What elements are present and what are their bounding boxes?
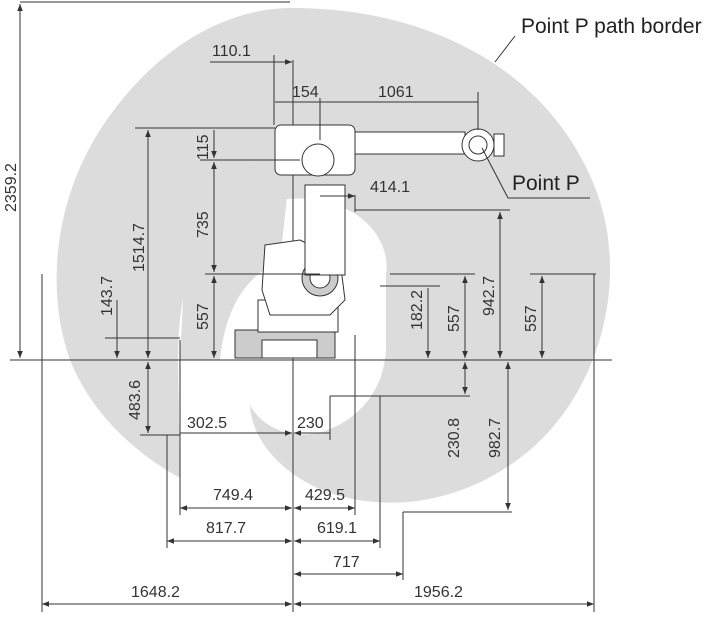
right-dimensions: 414.1 942.7 557 182.2 557 230.8 982.7 <box>320 179 596 513</box>
robot-forearm <box>354 131 466 155</box>
dim-1061: 1061 <box>378 84 414 101</box>
point-p-label: Point P <box>512 172 580 195</box>
dim-143-7: 143.7 <box>99 276 116 316</box>
dim-414-1: 414.1 <box>370 179 410 196</box>
dim-557-inner: 557 <box>446 305 463 332</box>
dim-942-7: 942.7 <box>481 276 498 316</box>
top-dimensions: 110.1 154 1061 <box>20 1 479 140</box>
bottom-dimensions: 302.5 230 749.4 429.5 817.7 619.1 717 16… <box>41 274 595 612</box>
envelope-inner-hole <box>180 150 292 360</box>
robot-figure <box>234 124 505 359</box>
dim-557-right: 557 <box>523 305 540 332</box>
dim-619-1: 619.1 <box>317 520 357 537</box>
dim-154: 154 <box>292 84 319 101</box>
dim-429-5: 429.5 <box>305 487 345 504</box>
robot-wrist-inner <box>468 135 488 155</box>
dim-982-7: 982.7 <box>487 418 504 458</box>
dim-230-h: 230 <box>297 415 324 432</box>
dim-230-8: 230.8 <box>446 418 463 458</box>
dim-1648-2: 1648.2 <box>131 584 180 601</box>
left-dimensions: 2359.2 1514.7 143.7 483.6 115 735 557 <box>3 3 320 436</box>
dim-735: 735 <box>195 211 212 238</box>
dim-483-6: 483.6 <box>127 380 144 420</box>
dim-817-7: 817.7 <box>206 520 246 537</box>
robot-upper-arm <box>304 184 346 276</box>
path-border-leader <box>494 35 516 63</box>
dim-182-2: 182.2 <box>409 290 426 330</box>
dim-749-4: 749.4 <box>213 487 253 504</box>
point-p-leader <box>481 147 509 199</box>
robot-j3-joint <box>301 143 335 177</box>
path-border-label: Point P path border <box>521 15 702 38</box>
dim-1956-2: 1956.2 <box>414 584 463 601</box>
dim-115: 115 <box>195 134 212 160</box>
robot-base-lower <box>261 339 318 359</box>
robot-flange <box>493 133 505 157</box>
dim-2359-2: 2359.2 <box>3 163 20 212</box>
dim-1514-7: 1514.7 <box>131 223 148 272</box>
dim-110-1: 110.1 <box>212 43 251 60</box>
dim-302-5: 302.5 <box>187 415 227 432</box>
dim-717: 717 <box>333 554 360 571</box>
dim-557-arm: 557 <box>195 303 212 330</box>
